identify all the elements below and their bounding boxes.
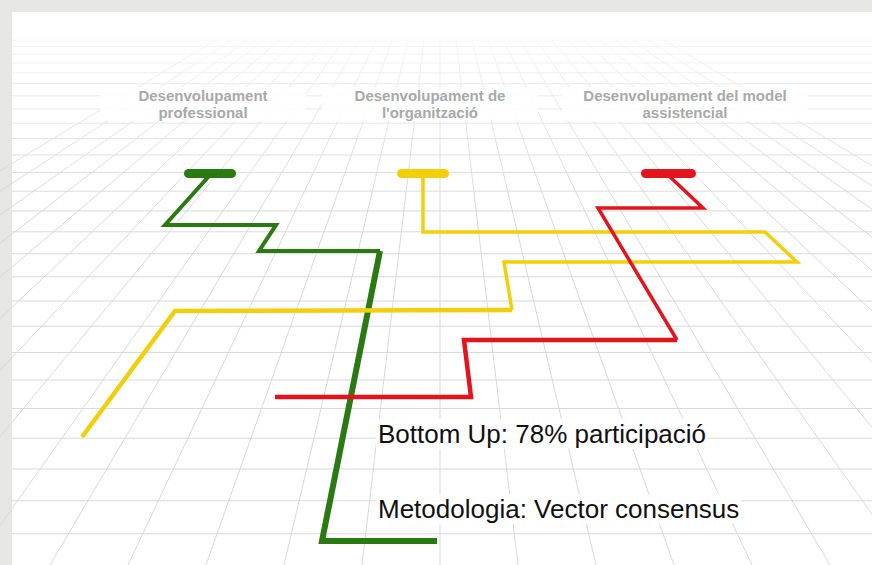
perspective-grid bbox=[0, 40, 872, 565]
grid-fade bbox=[12, 12, 872, 212]
red-marker bbox=[641, 169, 696, 178]
grid-line bbox=[12, 276, 872, 277]
yellow-path bbox=[82, 310, 512, 437]
grid-line bbox=[12, 533, 872, 534]
grid-line bbox=[12, 253, 872, 254]
column-heading: Desenvolupament professional bbox=[100, 87, 306, 121]
green-path bbox=[165, 175, 380, 251]
grid-line bbox=[12, 300, 872, 301]
grid-line bbox=[520, 40, 830, 565]
red-path bbox=[598, 175, 703, 340]
green-marker bbox=[184, 169, 236, 178]
grid-line bbox=[12, 380, 872, 381]
note-text: Bottom Up: 78% participació bbox=[376, 419, 708, 449]
column-heading: Desenvolupament de l'organització bbox=[322, 87, 538, 121]
red-path bbox=[275, 340, 677, 397]
column-heading: Desenvolupament del model assistencial bbox=[562, 87, 808, 121]
note-text: Metodologia: Vector consensus bbox=[376, 494, 741, 524]
grid-line bbox=[12, 352, 872, 353]
yellow-path bbox=[423, 175, 797, 310]
yellow-marker bbox=[397, 169, 449, 178]
grid-line bbox=[12, 468, 872, 469]
grid-line bbox=[12, 408, 872, 409]
